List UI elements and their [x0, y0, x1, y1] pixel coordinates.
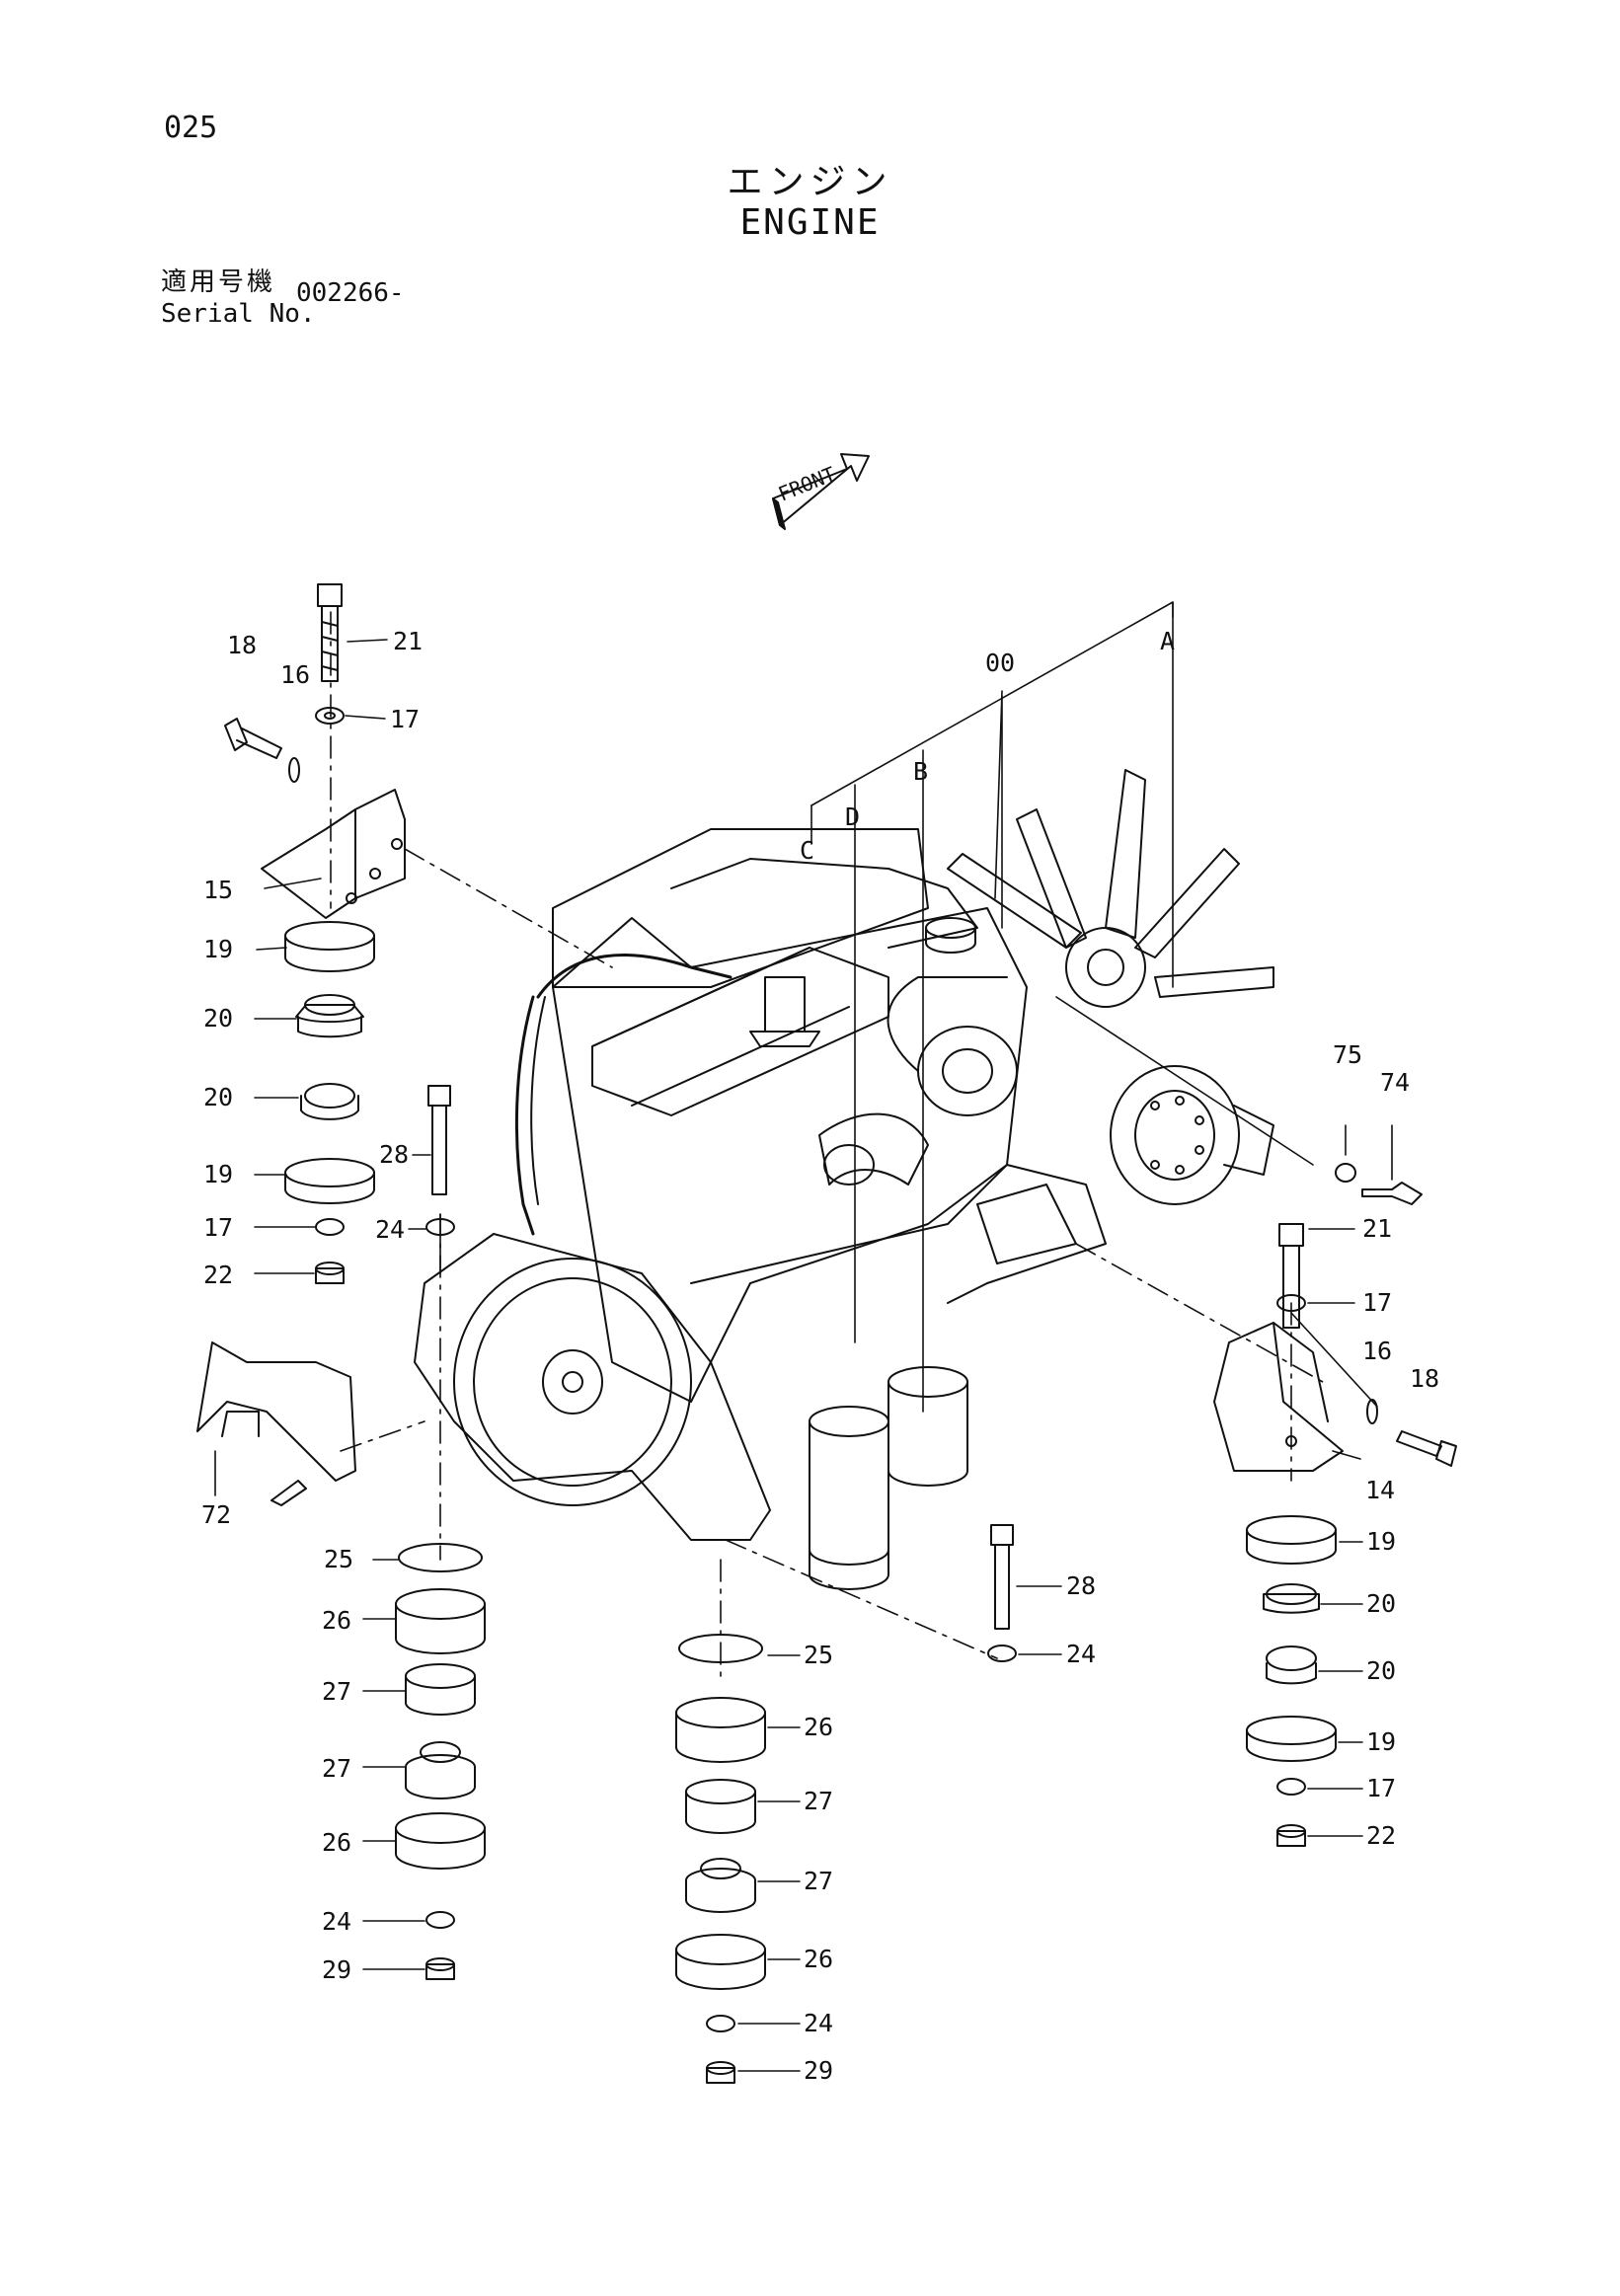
callout-18-left: 18	[227, 631, 257, 659]
callout-labels: 18 16 21 17 15 19 20 20 19 17 22 28 24 7…	[201, 627, 1439, 2085]
callout-29-left: 29	[322, 1955, 351, 1984]
callout-28-center: 28	[1066, 1571, 1096, 1600]
callout-20-left-upper: 20	[203, 1004, 233, 1033]
callout-20-right-lower: 20	[1366, 1656, 1396, 1685]
callout-leaders	[214, 639, 1393, 2072]
alternator	[1110, 1065, 1274, 1205]
page-number: 025	[164, 111, 218, 145]
callout-A: A	[1160, 627, 1175, 655]
callout-15: 15	[203, 876, 233, 904]
callout-17-right-lower: 17	[1366, 1774, 1396, 1802]
callout-75: 75	[1333, 1040, 1362, 1069]
serial-value: 002266-	[296, 278, 405, 308]
fitting-75	[1335, 1163, 1356, 1183]
callout-25-left: 25	[324, 1545, 353, 1573]
callout-27-left-upper: 27	[322, 1677, 351, 1706]
callout-22-left: 22	[203, 1261, 233, 1289]
callout-24-center: 24	[1066, 1640, 1096, 1668]
leader-lines	[330, 601, 1378, 1679]
callout-24-left-lower: 24	[322, 1907, 351, 1936]
fan-blades	[947, 769, 1274, 1008]
callout-00: 00	[985, 649, 1015, 677]
callout-17-left-lower: 17	[203, 1213, 233, 1242]
callout-17-left: 17	[390, 705, 420, 733]
left-mount-stack	[196, 583, 486, 1980]
callout-27-center-lower: 27	[804, 1867, 833, 1895]
sensor-74	[1361, 1182, 1423, 1205]
oil-filters	[809, 1366, 968, 1590]
callout-16-right: 16	[1362, 1337, 1392, 1365]
callout-26-center-upper: 26	[804, 1713, 833, 1741]
callout-19-right-upper: 19	[1366, 1527, 1396, 1556]
right-mount-stack	[1213, 1223, 1457, 1847]
callout-25-center: 25	[804, 1641, 833, 1669]
callout-74: 74	[1380, 1068, 1410, 1097]
front-arrow-icon: FRONT	[772, 453, 870, 530]
callout-18-right: 18	[1410, 1364, 1439, 1393]
callout-20-left-lower: 20	[203, 1083, 233, 1111]
callout-24-center-lower: 24	[804, 2009, 833, 2037]
callout-26-center-lower: 26	[804, 1945, 833, 1973]
serial-label-japanese: 適用号機	[161, 268, 276, 297]
callout-72: 72	[201, 1500, 231, 1529]
callout-D: D	[845, 803, 860, 831]
callout-29-center: 29	[804, 2056, 833, 2085]
serial-label: Serial No.	[161, 299, 316, 329]
callout-19-left-upper: 19	[203, 935, 233, 963]
callout-21-left: 21	[393, 627, 423, 655]
callout-20-right-upper: 20	[1366, 1589, 1396, 1618]
callout-14: 14	[1365, 1476, 1395, 1504]
callout-27-left-lower: 27	[322, 1754, 351, 1783]
center-mount-stack	[675, 1524, 1017, 2084]
page-title-japanese: エンジン	[727, 162, 893, 202]
callout-C: C	[800, 836, 814, 865]
callout-24-left: 24	[375, 1215, 405, 1244]
flywheel-housing	[414, 1233, 771, 1541]
callout-17-right: 17	[1362, 1288, 1392, 1317]
callout-B: B	[913, 757, 928, 786]
callout-22-right: 22	[1366, 1821, 1396, 1850]
callout-26-left-upper: 26	[322, 1606, 351, 1635]
page-title: ENGINE	[739, 202, 881, 243]
callout-27-center-upper: 27	[804, 1787, 833, 1815]
callout-21-right: 21	[1362, 1214, 1392, 1243]
callout-28-left: 28	[379, 1140, 409, 1169]
callout-19-right-lower: 19	[1366, 1727, 1396, 1756]
callout-16-left: 16	[280, 660, 310, 689]
callout-26-left-lower: 26	[322, 1828, 351, 1857]
engine-assembly	[414, 769, 1423, 1590]
callout-19-left-lower: 19	[203, 1160, 233, 1188]
